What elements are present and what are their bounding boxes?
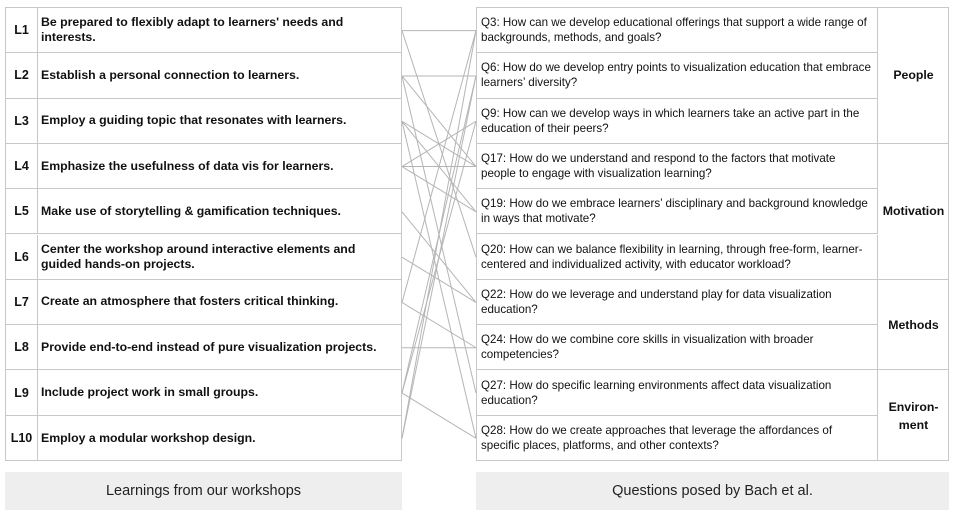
questions-footer: Questions posed by Bach et al. [476,472,949,510]
learning-id: L8 [6,325,38,370]
question-text: Q9: How can we develop ways in which lea… [481,106,860,135]
learning-id: L5 [6,189,38,234]
learning-text: Create an atmosphere that fosters critic… [41,294,339,309]
question-text: Q24: How do we combine core skills in vi… [481,333,814,362]
learning-id: L6 [6,234,38,279]
question-row: Q3: How can we develop educational offer… [477,8,878,54]
question-row: Q20: How can we balance flexibility in l… [477,234,878,280]
learning-text: Make use of storytelling & gamification … [41,203,341,218]
question-text: Q22: How do we leverage and understand p… [481,287,832,316]
learning-text: Center the workshop around interactive e… [41,241,356,271]
learning-text: Emphasize the usefulness of data vis for… [41,158,334,173]
learnings-footer: Learnings from our workshops [5,472,402,510]
question-row: Q19: How do we embrace learners’ discipl… [477,189,878,235]
question-text: Q20: How can we balance flexibility in l… [481,242,863,271]
learning-id: L10 [6,415,38,461]
category-environ: Environ-​ment [888,399,939,432]
learning-text: Establish a personal connection to learn… [41,67,300,82]
question-text: Q6: How do we develop entry points to vi… [481,61,871,90]
link-l9-q28 [401,392,477,439]
link-l10-q6 [401,75,477,439]
question-row: Q17: How do we understand and respond to… [477,143,878,190]
question-row: Q6: How do we develop entry points to vi… [477,53,878,99]
link-l7-q3 [401,30,477,303]
link-l6-q22 [401,256,477,303]
learning-text: Include project work in small groups. [41,385,259,400]
learning-text: Employ a modular workshop design. [41,430,256,445]
category-methods: Methods [878,280,949,371]
category-people: People [878,8,949,144]
question-row: Q24: How do we combine core skills in vi… [477,325,878,371]
link-l10-q3 [401,30,477,439]
question-row: Q9: How can we develop ways in which lea… [477,98,878,144]
link-l2-q17 [401,75,477,167]
learning-id: L7 [6,279,38,325]
question-text: Q17: How do we understand and respond to… [481,152,836,181]
question-text: Q28: How do we create approaches that le… [481,424,833,453]
learning-id: L4 [6,143,38,189]
link-l7-q24 [401,302,477,349]
link-l4-q19 [401,166,477,213]
question-row: Q28: How do we create approaches that le… [477,415,878,461]
question-row: Q27: How do specific learning environmen… [477,370,878,416]
category-motivation: Motivation [878,144,949,280]
learning-id: L9 [6,370,38,415]
learning-id: L3 [6,98,38,143]
learning-id: L1 [6,8,38,53]
question-row: Q22: How do we leverage and understand p… [477,279,878,326]
learning-text: Be prepared to flexibly adapt to learner… [41,15,344,45]
learning-text: Employ a guiding topic that resonates wi… [41,113,347,128]
learning-id: L2 [6,53,38,98]
question-text: Q3: How can we develop educational offer… [481,16,867,45]
question-text: Q19: How do we embrace learners’ discipl… [481,197,868,226]
questions-table: Q3: How can we develop educational offer… [476,7,949,461]
question-text: Q27: How do specific learning environmen… [481,378,832,407]
learning-text: Provide end-to-end instead of pure visua… [41,339,377,354]
